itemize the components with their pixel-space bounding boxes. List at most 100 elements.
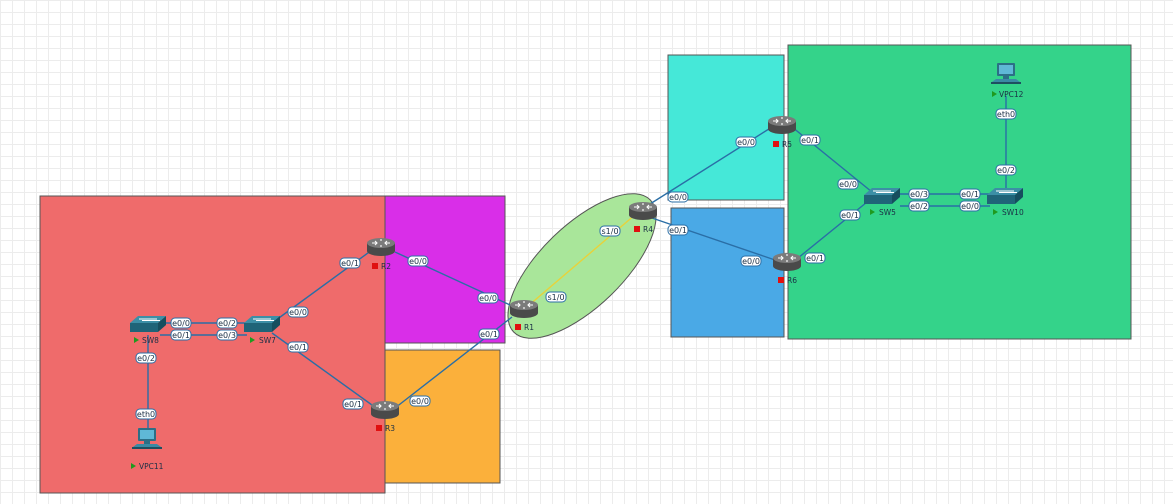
node-label: VPC11	[139, 462, 164, 471]
node-label: R2	[381, 262, 391, 271]
port-label[interactable]: e0/0	[409, 395, 431, 407]
node-sw5[interactable]: SW5	[863, 187, 901, 217]
node-r4[interactable]: R4	[628, 201, 658, 234]
svg-text:e0/2: e0/2	[137, 354, 155, 363]
node-r3[interactable]: R3	[370, 400, 400, 433]
svg-text:e0/0: e0/0	[669, 193, 687, 202]
zone-ellipse	[507, 193, 657, 339]
svg-text:s1/0: s1/0	[547, 293, 564, 302]
status-stopped-icon	[515, 324, 521, 330]
svg-text:e0/1: e0/1	[841, 211, 859, 220]
port-labels: e0/0 e0/1 e0/2 e0/3 e0/2 eth0 e0/0 e0/1 …	[135, 108, 1017, 420]
switch-icon	[129, 315, 167, 333]
port-label[interactable]: e0/1	[287, 341, 309, 353]
zone-blue	[670, 207, 785, 338]
node-sw10[interactable]: SW10	[986, 187, 1024, 217]
svg-text:e0/2: e0/2	[910, 202, 928, 211]
svg-text:e0/1: e0/1	[480, 330, 498, 339]
svg-text:s1/0: s1/0	[601, 227, 618, 236]
port-label[interactable]: s1/0	[545, 291, 567, 303]
svg-text:eth0: eth0	[137, 410, 155, 419]
port-label[interactable]: e0/1	[839, 209, 861, 221]
svg-text:e0/1: e0/1	[341, 259, 359, 268]
port-label[interactable]: e0/0	[959, 200, 981, 212]
port-label[interactable]: e0/1	[799, 134, 821, 146]
status-stopped-icon	[778, 277, 784, 283]
switch-icon	[243, 315, 281, 333]
svg-text:e0/1: e0/1	[961, 190, 979, 199]
port-label[interactable]: e0/1	[667, 224, 689, 236]
node-r1[interactable]: R1	[509, 299, 539, 332]
node-label: R1	[524, 323, 534, 332]
svg-text:e0/1: e0/1	[344, 400, 362, 409]
status-stopped-icon	[376, 425, 382, 431]
svg-text:e0/0: e0/0	[737, 138, 755, 147]
port-label[interactable]: e0/2	[908, 200, 930, 212]
svg-text:e0/0: e0/0	[289, 308, 307, 317]
port-label[interactable]: e0/2	[216, 317, 238, 329]
port-label[interactable]: eth0	[135, 408, 157, 420]
port-label[interactable]: e0/0	[407, 255, 429, 267]
port-label[interactable]: e0/1	[478, 328, 500, 340]
zone-cyan	[667, 54, 785, 201]
svg-text:e0/0: e0/0	[409, 257, 427, 266]
svg-text:e0/1: e0/1	[172, 331, 190, 340]
router-icon	[772, 252, 802, 272]
port-label[interactable]: e0/2	[995, 164, 1017, 176]
port-label[interactable]: e0/1	[339, 257, 361, 269]
node-label: R5	[782, 140, 792, 149]
node-label: SW7	[259, 336, 276, 345]
svg-text:e0/3: e0/3	[910, 190, 928, 199]
port-label[interactable]: e0/3	[216, 329, 238, 341]
svg-text:e0/0: e0/0	[411, 397, 429, 406]
node-label: SW5	[879, 208, 896, 217]
switch-icon	[863, 187, 901, 205]
node-r2[interactable]: R2	[366, 237, 396, 271]
node-vpc12[interactable]: VPC12	[991, 63, 1024, 99]
svg-text:e0/0: e0/0	[742, 257, 760, 266]
node-vpc11[interactable]: VPC11	[131, 428, 164, 471]
node-label: VPC12	[999, 90, 1024, 99]
status-stopped-icon	[773, 141, 779, 147]
link-r6-sw5[interactable]	[797, 197, 873, 259]
node-r6[interactable]: R6	[772, 252, 802, 285]
svg-text:e0/2: e0/2	[997, 166, 1015, 175]
status-running-icon	[993, 209, 998, 215]
port-label[interactable]: e0/0	[477, 292, 499, 304]
port-label[interactable]: e0/1	[804, 252, 826, 264]
port-label[interactable]: e0/1	[342, 398, 364, 410]
node-sw8[interactable]: SW8	[129, 315, 167, 345]
zone-green	[787, 44, 1132, 340]
status-running-icon	[134, 337, 139, 343]
router-icon	[628, 201, 658, 221]
port-label[interactable]: e0/0	[740, 255, 762, 267]
node-r5[interactable]: R5	[767, 115, 797, 149]
status-running-icon	[992, 91, 997, 97]
zone-magenta	[384, 195, 506, 344]
port-label[interactable]: e0/0	[735, 136, 757, 148]
port-label[interactable]: e0/0	[170, 317, 192, 329]
port-label[interactable]: e0/1	[170, 329, 192, 341]
port-label[interactable]: e0/2	[135, 352, 157, 364]
port-label[interactable]: e0/3	[908, 188, 930, 200]
port-label[interactable]: e0/0	[287, 306, 309, 318]
port-label[interactable]: e0/1	[959, 188, 981, 200]
port-label[interactable]: s1/0	[599, 225, 621, 237]
status-stopped-icon	[372, 263, 378, 269]
svg-text:e0/0: e0/0	[479, 294, 497, 303]
port-label[interactable]: e0/0	[837, 178, 859, 190]
node-label: R6	[787, 276, 797, 285]
router-icon	[509, 299, 539, 319]
svg-text:e0/1: e0/1	[801, 136, 819, 145]
svg-text:e0/1: e0/1	[289, 343, 307, 352]
svg-text:e0/0: e0/0	[172, 319, 190, 328]
router-icon	[767, 115, 797, 135]
port-label[interactable]: eth0	[995, 108, 1017, 120]
node-sw7[interactable]: SW7	[243, 315, 281, 345]
svg-text:eth0: eth0	[997, 110, 1015, 119]
port-label[interactable]: e0/0	[667, 191, 689, 203]
switch-icon	[986, 187, 1024, 205]
node-label: SW8	[142, 336, 159, 345]
status-running-icon	[250, 337, 255, 343]
